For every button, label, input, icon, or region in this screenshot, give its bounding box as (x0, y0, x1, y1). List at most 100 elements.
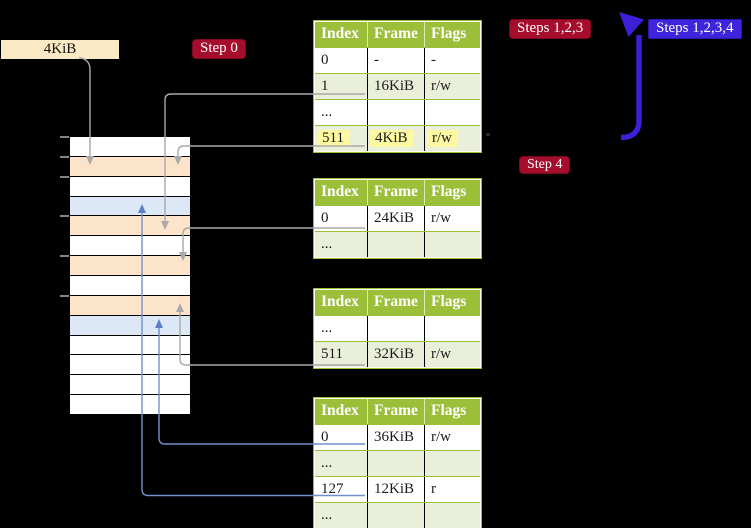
tick-mark (60, 255, 69, 258)
table-cell: - (424, 48, 480, 73)
table-cell: r/w (424, 126, 480, 151)
tick-mark (60, 155, 69, 158)
table-cell: 24KiB (367, 206, 424, 231)
column-header: Frame (367, 22, 424, 47)
badge-step-4: Step 4 (519, 156, 571, 174)
table-cell: 0 (321, 52, 329, 68)
column-header: Index (321, 293, 359, 310)
table-cell: 511 (315, 126, 367, 151)
table-cell: 36KiB (367, 425, 424, 450)
loop-arrow-shaft (620, 35, 642, 141)
column-header: Frame (367, 399, 424, 424)
table-cell: ... (321, 236, 333, 252)
table-cell: 16KiB (367, 74, 424, 99)
table-cell: r/w (424, 342, 480, 367)
table-cell: 4KiB (367, 126, 424, 151)
page-size-label: 4KiB (1, 40, 119, 59)
column-header: Frame (367, 290, 424, 315)
column-header: Index (321, 183, 359, 200)
table-row: 0 -- (315, 47, 480, 73)
column-header: Index (321, 25, 359, 42)
table-cell (367, 232, 424, 257)
memory-frame-row (70, 196, 190, 216)
tick-mark (60, 136, 69, 138)
table-cell: 12KiB (367, 477, 424, 502)
memory-frame-row (70, 295, 190, 315)
table-cell: 511 (321, 346, 343, 362)
table-cell (424, 451, 480, 476)
badge-steps-1-2-3-4: Steps 1,2,3,4 (648, 19, 742, 39)
highlighted-value: 4KiB (370, 130, 413, 147)
memory-frame-row (70, 236, 190, 256)
memory-frame-row (70, 156, 190, 176)
memory-frame-row (70, 256, 190, 276)
table-cell: 0 (321, 210, 329, 226)
table-cell: ... (321, 104, 333, 120)
table-cell (367, 100, 424, 125)
memory-frame-row (70, 335, 190, 355)
badge-step-0: Step 0 (192, 39, 246, 59)
tick-mark (60, 294, 69, 297)
loop-arrowhead-icon (619, 12, 644, 37)
table-cell: ... (321, 507, 333, 523)
table-cell: ... (321, 320, 333, 336)
memory-frame-row (70, 276, 190, 295)
table-cell (424, 316, 480, 341)
column-header: Frame (367, 180, 424, 205)
memory-frame-row (70, 395, 190, 415)
highlighted-value: 511 (317, 130, 349, 147)
table-row: ... (315, 99, 480, 125)
column-header: Index (321, 402, 359, 419)
column-header: Flags (424, 290, 480, 315)
table-row: ... (315, 502, 480, 528)
table-cell (367, 451, 424, 476)
column-header: Flags (424, 399, 480, 424)
table-cell: r/w (424, 425, 480, 450)
row-marker-nub (486, 133, 490, 136)
tick-mark (60, 215, 69, 218)
memory-frame-row (70, 176, 190, 196)
memory-frame-row (70, 137, 190, 156)
table-cell: 32KiB (367, 342, 424, 367)
table-cell: 1 (321, 78, 329, 94)
loop-arrow (619, 12, 644, 141)
tick-mark (60, 175, 69, 178)
table-row: ... (315, 231, 480, 257)
memory-frame-row (70, 355, 190, 375)
physical-memory-stack (60, 136, 190, 415)
table-cell (424, 232, 480, 257)
table-cell (367, 503, 424, 528)
table-cell: ... (321, 455, 333, 471)
table-cell (424, 100, 480, 125)
table-cell: - (367, 48, 424, 73)
table-cell (367, 316, 424, 341)
table-row: ... (315, 450, 480, 476)
memory-frame-row (70, 216, 190, 236)
table-row: 511 4KiB r/w (315, 125, 480, 151)
table-row: ... (315, 315, 480, 341)
table-cell: r/w (424, 74, 480, 99)
badge-steps-1-2-3: Steps 1,2,3 (509, 19, 592, 39)
table-cell: 0 (321, 429, 329, 445)
column-header: Flags (424, 22, 480, 47)
table-cell: 127 (321, 481, 344, 497)
memory-frame-row (70, 375, 190, 395)
column-header: Flags (424, 180, 480, 205)
table-cell (424, 503, 480, 528)
table-cell: r (424, 477, 480, 502)
table-cell: r/w (424, 206, 480, 231)
